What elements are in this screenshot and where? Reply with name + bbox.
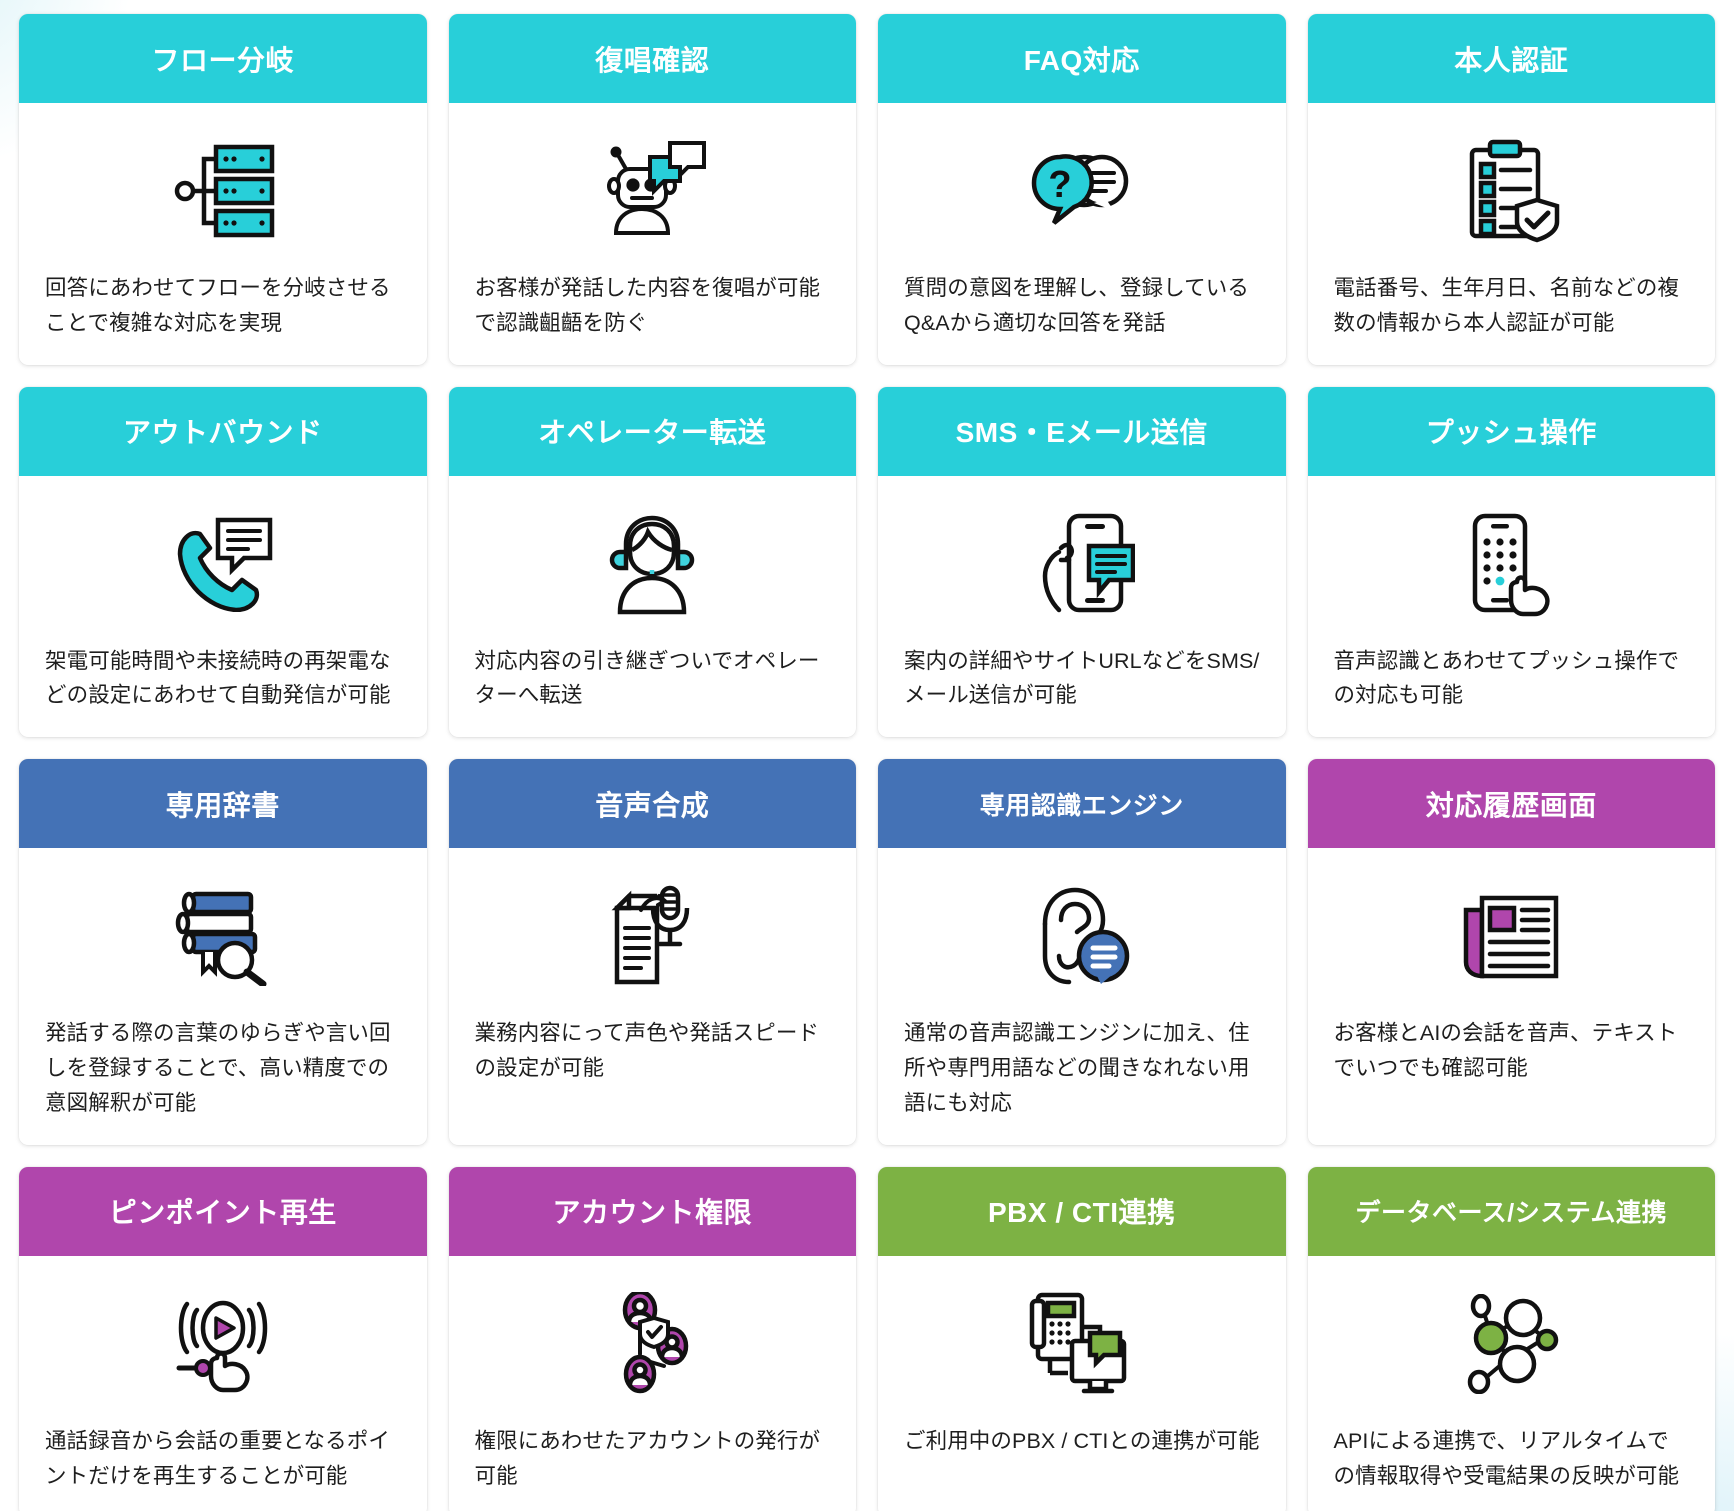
card-body: 通話録音から会話の重要となるポイントだけを再生することが可能	[19, 1256, 427, 1511]
feature-card[interactable]: アウトバウンド 架電可能時間や未接続時の再架電などの設定にあわせて自動発信が可能	[19, 386, 427, 738]
feature-card[interactable]: プッシュ操作	[1307, 386, 1716, 738]
card-description: APIによる連携で、リアルタイムでの情報取得や受電結果の反映が可能	[1333, 1428, 1680, 1488]
card-description: 対応内容の引き継ぎついでオペレーターへ転送	[474, 648, 820, 708]
feature-card[interactable]: 復唱確認	[448, 14, 857, 365]
ear-speech-icon	[904, 874, 1260, 998]
phone-message-icon	[45, 502, 401, 626]
card-description: お客様が発話した内容を復唱が可能で認識齟齬を防ぐ	[474, 276, 821, 335]
newspaper-log-icon	[1334, 874, 1690, 998]
play-tap-icon	[45, 1282, 401, 1406]
feature-card[interactable]: 本人認証	[1307, 14, 1716, 365]
feature-card[interactable]: オペレーター転送 対応内容の引き	[448, 386, 857, 738]
smartphone-message-icon	[904, 502, 1260, 626]
card-body: 電話番号、生年月日、名前などの複数の情報から本人認証が可能	[1308, 103, 1716, 365]
feature-card[interactable]: 専用辞書	[19, 759, 427, 1145]
svg-text:?: ?	[1048, 164, 1071, 206]
card-description: 業務内容にって声色や発話スピードの設定が可能	[474, 1021, 820, 1081]
feature-card[interactable]: フロー分岐	[19, 14, 427, 365]
card-description: 質問の意図を理解し、登録しているQ&Aから適切な回答を発話	[904, 276, 1249, 335]
feature-card[interactable]: 対応履歴画面 お客様とAIの会話を音	[1307, 759, 1716, 1145]
card-body: 対応内容の引き継ぎついでオペレーターへ転送	[449, 476, 857, 738]
card-header: アカウント権限	[448, 1166, 856, 1256]
card-header: FAQ対応	[878, 14, 1286, 103]
card-description: お客様とAIの会話を音声、テキストでいつでも確認可能	[1333, 1021, 1678, 1081]
card-description: 音声認識とあわせてプッシュ操作での対応も可能	[1333, 648, 1680, 708]
phone-pc-link-icon	[904, 1282, 1260, 1406]
card-header: 対応履歴画面	[1307, 759, 1715, 849]
card-body: お客様が発話した内容を復唱が可能で認識齟齬を防ぐ	[449, 103, 857, 365]
document-microphone-icon	[475, 874, 831, 998]
card-body: 通常の音声認識エンジンに加え、住所や専門用語などの聞きなれない用語にも対応	[878, 848, 1286, 1144]
card-header: SMS・Eメール送信	[878, 386, 1286, 476]
feature-card[interactable]: SMS・Eメール送信	[878, 386, 1286, 738]
user-network-shield-icon	[475, 1282, 831, 1406]
card-body: ご利用中のPBX / CTIとの連携が可能	[878, 1256, 1286, 1511]
card-description: 架電可能時間や未接続時の再架電などの設定にあわせて自動発信が可能	[45, 648, 391, 708]
card-body: 音声認識とあわせてプッシュ操作での対応も可能	[1308, 476, 1716, 738]
card-header: プッシュ操作	[1307, 386, 1715, 476]
card-body: 権限にあわせたアカウントの発行が可能	[449, 1256, 857, 1511]
card-body: APIによる連携で、リアルタイムでの情報取得や受電結果の反映が可能	[1308, 1256, 1716, 1511]
feature-card[interactable]: ピンポイント再生	[19, 1166, 427, 1511]
card-header: オペレーター転送	[448, 386, 856, 476]
card-header: 本人認証	[1307, 14, 1715, 103]
feature-card[interactable]: PBX / CTI連携	[878, 1166, 1286, 1511]
card-header: フロー分岐	[19, 14, 427, 103]
card-header: PBX / CTI連携	[878, 1166, 1286, 1256]
card-header: 専用認識エンジン	[878, 759, 1286, 849]
card-description: 通話録音から会話の重要となるポイントだけを再生することが可能	[45, 1428, 390, 1488]
card-header: 音声合成	[448, 759, 856, 849]
feature-card[interactable]: データベース/システム連携	[1307, 1166, 1716, 1511]
feature-card[interactable]: 音声合成	[448, 759, 857, 1145]
card-body: お客様とAIの会話を音声、テキストでいつでも確認可能	[1308, 848, 1716, 1144]
card-body: 業務内容にって声色や発話スピードの設定が可能	[449, 848, 857, 1144]
card-body: 架電可能時間や未接続時の再架電などの設定にあわせて自動発信が可能	[19, 476, 427, 738]
card-description: 発話する際の言葉のゆらぎや言い回しを登録することで、高い精度での意図解釈が可能	[45, 1021, 391, 1115]
card-header: 専用辞書	[19, 759, 427, 849]
card-body: 発話する際の言葉のゆらぎや言い回しを登録することで、高い精度での意図解釈が可能	[19, 848, 427, 1144]
card-header: アウトバウンド	[19, 386, 427, 476]
robot-speech-icon	[475, 129, 831, 253]
card-header: データベース/システム連携	[1307, 1166, 1715, 1256]
card-description: 権限にあわせたアカウントの発行が可能	[474, 1428, 821, 1488]
card-description: 電話番号、生年月日、名前などの複数の情報から本人認証が可能	[1333, 276, 1680, 335]
node-network-icon	[1334, 1282, 1690, 1406]
clipboard-shield-check-icon	[1334, 129, 1690, 253]
card-description: 通常の音声認識エンジンに加え、住所や専門用語などの聞きなれない用語にも対応	[904, 1021, 1250, 1115]
card-description: 案内の詳細やサイトURLなどをSMS/メール送信が可能	[904, 648, 1260, 708]
feature-card[interactable]: 専用認識エンジン	[878, 759, 1286, 1145]
headset-operator-icon	[475, 502, 831, 626]
card-body: ? 質問の意図を理解し、登録しているQ&Aから適切な回答を発話	[878, 103, 1286, 365]
card-header: 復唱確認	[448, 14, 856, 103]
card-header: ピンポイント再生	[19, 1166, 427, 1256]
flow-branch-icon	[45, 129, 401, 253]
books-magnifier-icon	[45, 874, 401, 998]
card-description: 回答にあわせてフローを分岐させることで複雑な対応を実現	[45, 276, 391, 335]
card-body: 回答にあわせてフローを分岐させることで複雑な対応を実現	[19, 103, 427, 365]
card-description: ご利用中のPBX / CTIとの連携が可能	[904, 1428, 1260, 1453]
feature-card[interactable]: FAQ対応 ?	[878, 14, 1286, 365]
card-body: 案内の詳細やサイトURLなどをSMS/メール送信が可能	[878, 476, 1286, 738]
keypad-tap-icon	[1334, 502, 1690, 626]
question-answer-bubble-icon: ?	[904, 129, 1260, 253]
feature-card[interactable]: アカウント権限	[448, 1166, 857, 1511]
